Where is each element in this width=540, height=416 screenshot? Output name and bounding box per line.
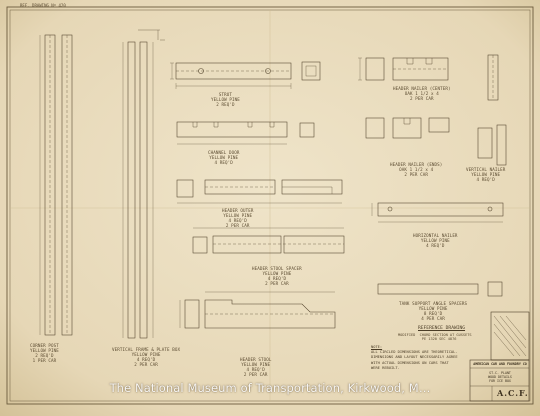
title-block-company: AMERICAN CAR AND FOUNDRY CO: [473, 362, 527, 366]
drawing-notes: NOTE: ALL CIRCLED DIMENSIONS ARE THEORET…: [371, 345, 458, 371]
reference-drawing-number: REF. DRAWING Nº 420: [20, 3, 66, 8]
part-label-header-outer: HEADER OUTER YELLOW PINE 4 REQ'D 2 PER C…: [222, 208, 254, 228]
part-label-corner-post: CORNER POST YELLOW PINE 2 REQ'D 1 PER CA…: [30, 343, 59, 363]
title-block-description: ST.C. PLANT WOOD DETAILS FOR ICE BOX: [488, 371, 512, 384]
reference-drawing-heading: REFERENCE DRAWING: [418, 326, 466, 331]
notes-label: NOTE:: [371, 345, 383, 349]
museum-watermark: The National Museum of Transportation, K…: [109, 381, 431, 395]
reference-drawing-subtitle: MODIFIED CHORD SECTION AT GUSSETS PE 132…: [398, 333, 472, 341]
part-label-horizontal-nailer: HORIZONTAL NAILER YELLOW PINE 4 REQ'D: [413, 233, 458, 248]
part-label-vertical-nailer: VERTICAL NAILER YELLOW PINE 4 REQ'D: [466, 167, 506, 182]
part-label-header-nailer-center: HEADER NAILER (CENTER) OAK 1 1/2 x 4 2 P…: [393, 86, 451, 101]
notes-text: ALL CIRCLED DIMENSIONS ARE THEORETICAL. …: [371, 350, 458, 370]
part-label-strut: STRUT YELLOW PINE 2 REQ'D: [211, 92, 240, 107]
part-label-header-stool: HEADER STOOL YELLOW PINE 4 REQ'D 2 PER C…: [240, 357, 272, 377]
part-label-channel-door: CHANNEL DOOR YELLOW PINE 4 REQ'D: [208, 150, 240, 165]
part-label-vertical-frame: VERTICAL FRAME & PLATE BOX YELLOW PINE 4…: [112, 347, 181, 367]
part-label-header-nailer-ends: HEADER NAILER (ENDS) OAK 1 1/2 x 4 2 PER…: [390, 162, 443, 177]
part-label-header-stool-spacer: HEADER STOOL SPACER YELLOW PINE 4 REQ'D …: [252, 266, 302, 286]
title-block-mark: A.C.F.: [497, 388, 529, 398]
part-label-tank-support-spacers: TANK SUPPORT ANGLE SPACERS YELLOW PINE 8…: [399, 301, 468, 321]
